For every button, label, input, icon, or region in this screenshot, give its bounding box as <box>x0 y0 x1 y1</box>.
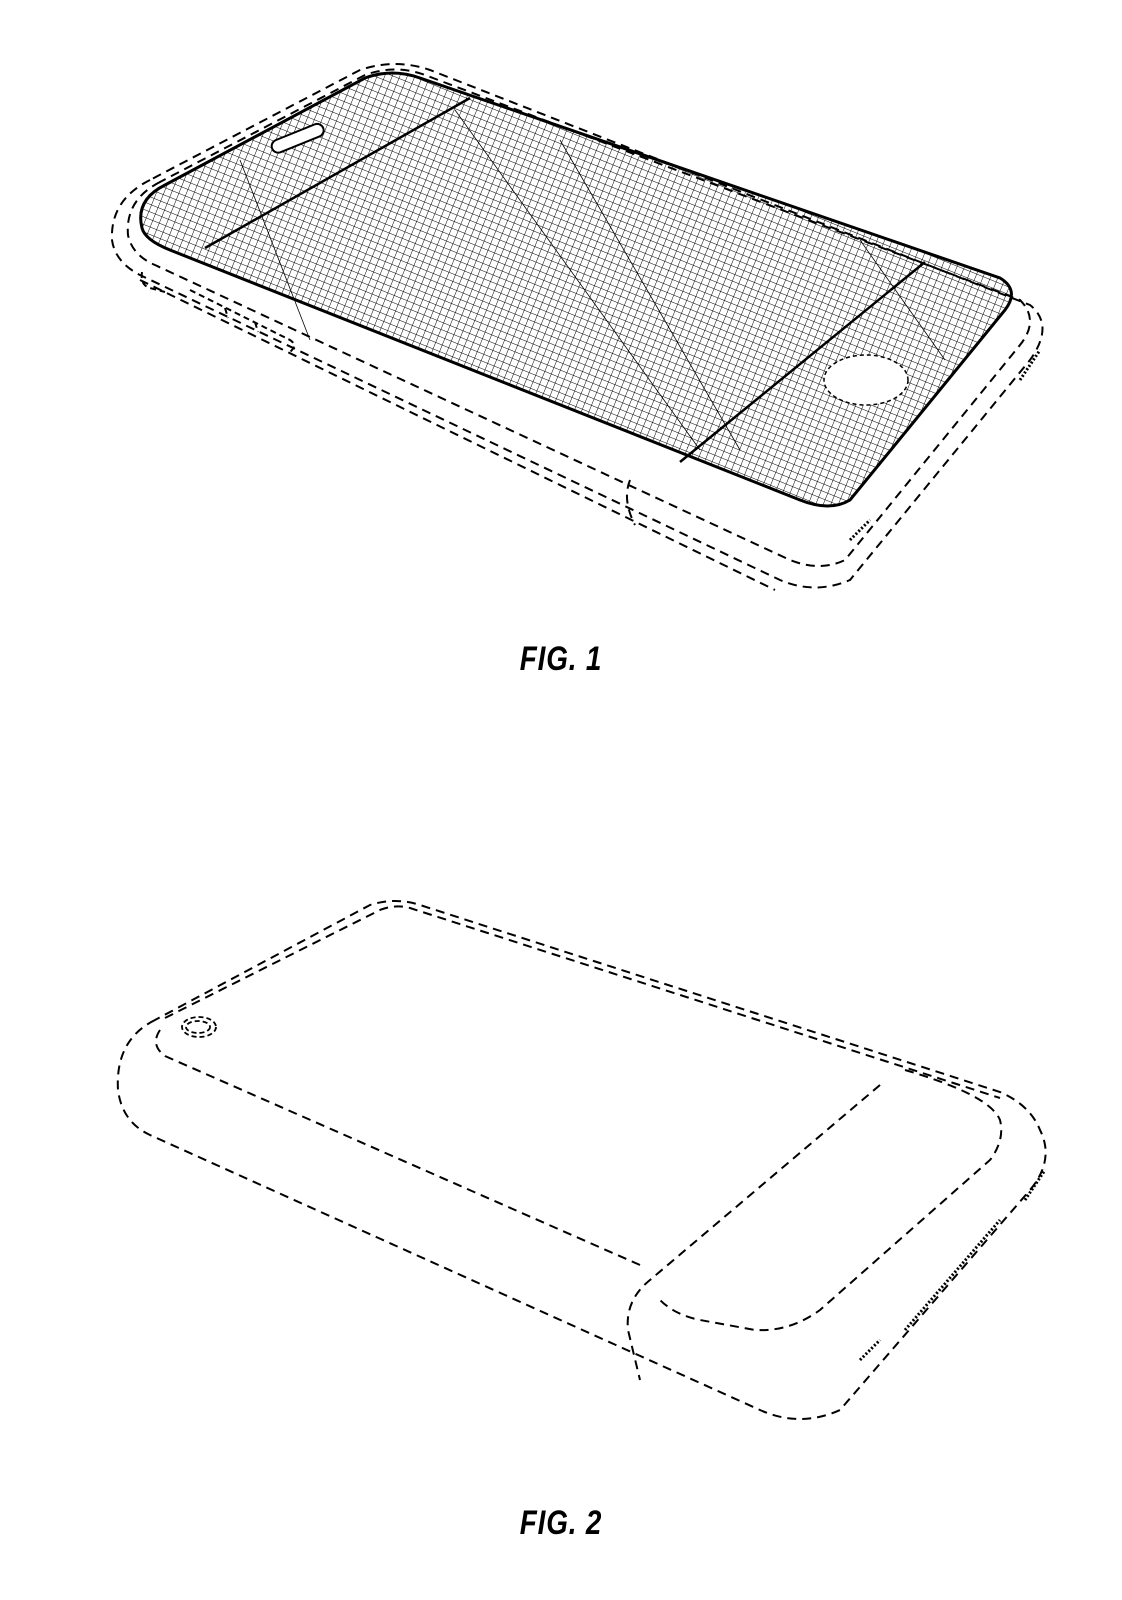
home-button <box>823 354 909 406</box>
figure-2: FIG. 2 <box>0 860 1122 1600</box>
screen-grid-hatching <box>139 71 1013 508</box>
speaker-slot <box>270 122 325 154</box>
figure-1: FIG. 1 <box>0 0 1122 720</box>
edge-stippling <box>858 1169 1047 1362</box>
figure-2-label: FIG. 2 <box>519 1504 603 1542</box>
phone-rear-drawing <box>116 900 1047 1420</box>
edge-stippling <box>848 349 1042 542</box>
phone-front-drawing <box>110 63 1044 591</box>
camera-lens <box>181 1016 217 1038</box>
dashed-body-outline <box>116 900 1047 1420</box>
side-buttons <box>140 271 295 353</box>
figure-1-label: FIG. 1 <box>519 640 603 678</box>
dashed-body-outline <box>110 63 1044 591</box>
